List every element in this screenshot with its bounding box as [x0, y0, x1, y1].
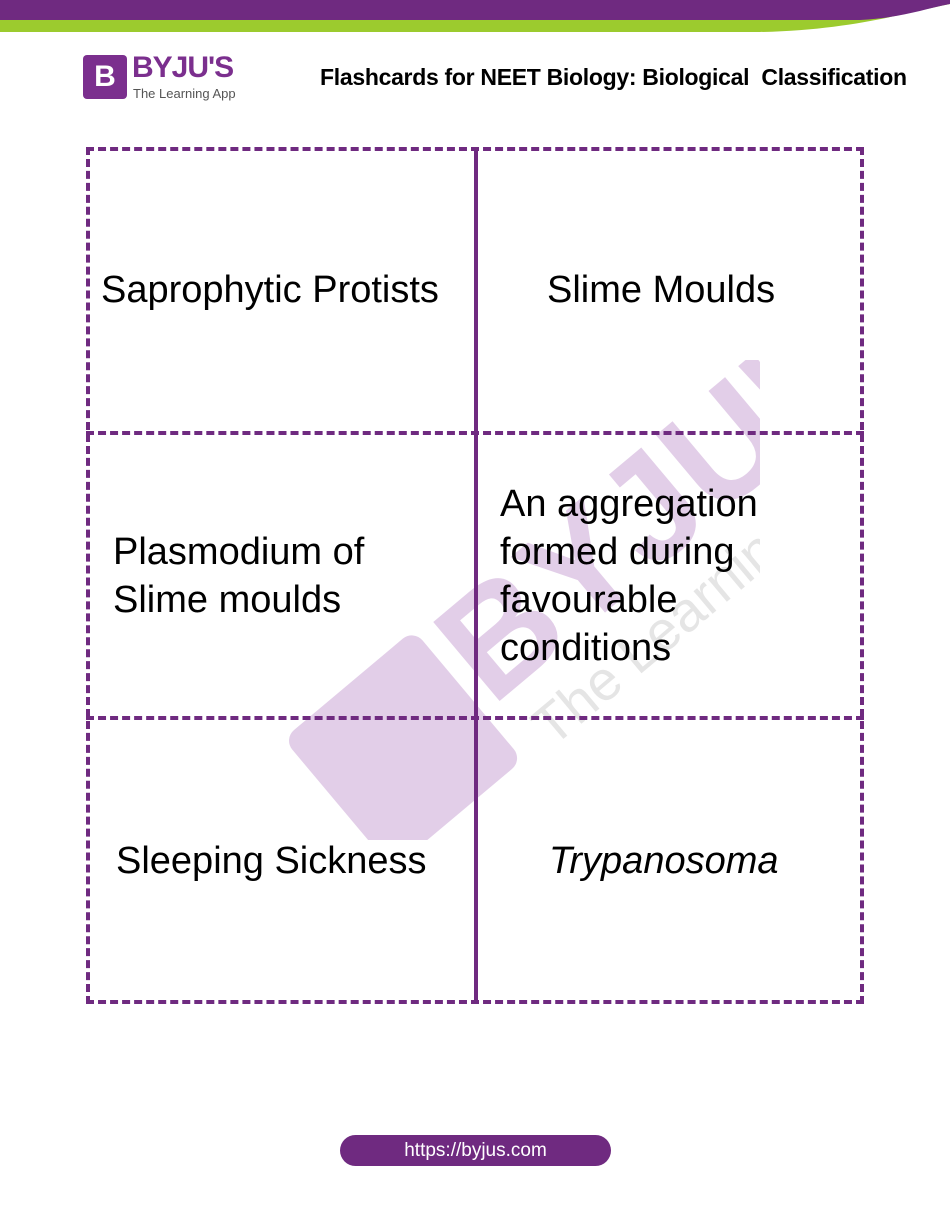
card-term: Sleeping Sickness [116, 840, 427, 882]
website-link[interactable]: https://byjus.com [340, 1135, 611, 1166]
grid-border-right [860, 147, 864, 1004]
logo-b-icon: B [83, 55, 127, 99]
column-divider [474, 147, 478, 1004]
byjus-logo: B BYJU'S The Learning App [83, 51, 253, 103]
grid-border-left [86, 147, 90, 1004]
card-answer: An aggregation formed during favourable … [500, 483, 758, 669]
page-title: Flashcards for NEET Biology: Biological … [320, 64, 907, 90]
card-term: Saprophytic Protists [101, 269, 439, 311]
card-answer: Trypanosoma [549, 840, 779, 882]
logo-tagline: The Learning App [133, 86, 236, 101]
card-term: Plasmodium of Slime moulds [113, 531, 365, 621]
card-answer: Slime Moulds [547, 269, 776, 311]
header-banner [0, 0, 950, 32]
logo-name: BYJU'S [132, 51, 234, 84]
flashcard-grid: Saprophytic Protists Slime Moulds Plasmo… [86, 147, 864, 1004]
